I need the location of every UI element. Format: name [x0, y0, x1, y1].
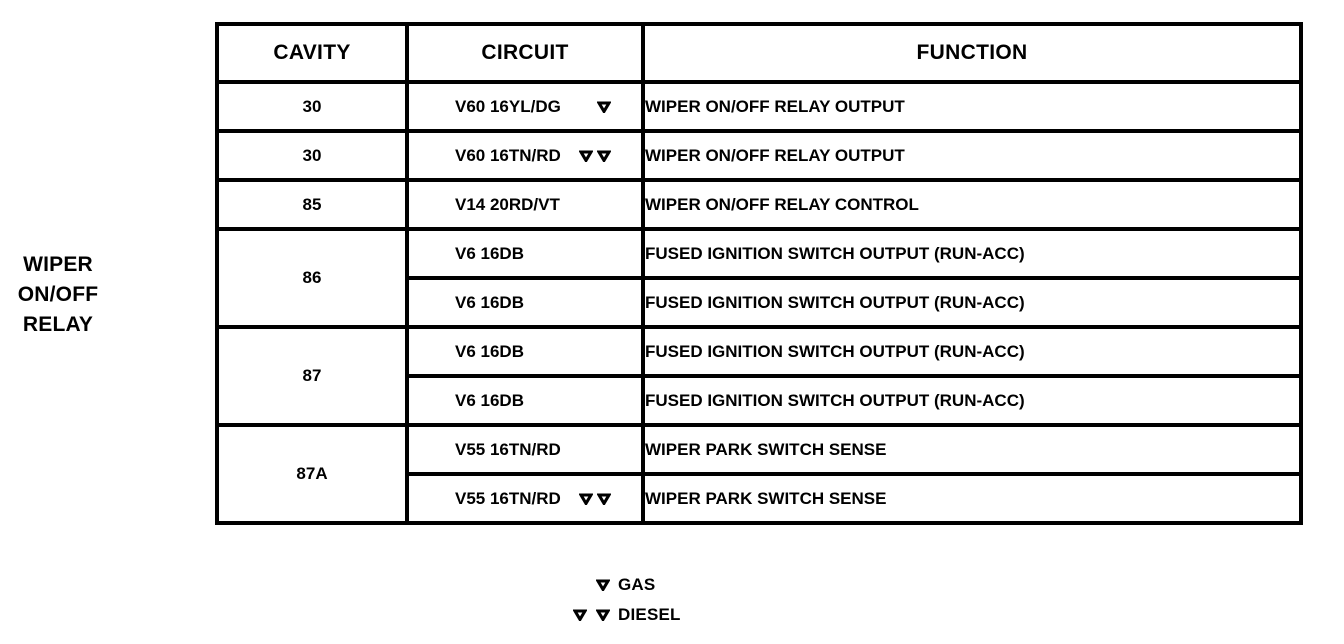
down-triangle-icon	[579, 492, 593, 505]
function-cell: FUSED IGNITION SWITCH OUTPUT (RUN-ACC)	[641, 325, 1303, 378]
table-row: V6 16DB FUSED IGNITION SWITCH OUTPUT (RU…	[217, 276, 1303, 329]
circuit-cell: V60 16TN/RD	[405, 129, 645, 182]
relay-name-label: WIPER ON/OFF RELAY	[17, 253, 99, 336]
down-triangle-icon	[596, 579, 610, 591]
header-row: CAVITY CIRCUIT FUNCTION	[215, 22, 1303, 84]
circuit-label: V55 16TN/RD	[455, 488, 561, 508]
function-cell: WIPER PARK SWITCH SENSE	[641, 423, 1303, 476]
function-cell: FUSED IGNITION SWITCH OUTPUT (RUN-ACC)	[641, 227, 1303, 280]
function-cell: FUSED IGNITION SWITCH OUTPUT (RUN-ACC)	[641, 276, 1303, 329]
cavity-cell: 30	[215, 80, 409, 133]
legend-label-gas: GAS	[618, 575, 656, 594]
down-triangle-icon	[597, 492, 611, 505]
table-row: 85 V14 20RD/VT WIPER ON/OFF RELAY CONTRO…	[215, 178, 1303, 231]
circuit-label: V6 16DB	[455, 341, 524, 361]
function-cell: WIPER ON/OFF RELAY OUTPUT	[641, 80, 1303, 133]
down-triangle-icon	[597, 100, 611, 113]
down-triangle-icon	[573, 609, 587, 621]
circuit-label: V6 16DB	[455, 292, 524, 312]
table-row: 30 V60 16YL/DG WIPER ON/OFF RELAY OUTPUT	[215, 80, 1303, 133]
function-cell: WIPER ON/OFF RELAY CONTROL	[641, 178, 1303, 231]
cavity-cell: 85	[215, 178, 409, 231]
cavity-cell: 87A	[215, 423, 409, 525]
circuit-cell: V60 16YL/DG	[405, 80, 645, 133]
table-row: 30 V60 16TN/RD WIPER ON/OFF RELAY OUTPUT	[215, 129, 1303, 182]
cavity-cell: 30	[215, 129, 409, 182]
down-triangle-icon	[596, 609, 610, 621]
table-row: 87 V6 16DB FUSED IGNITION SWITCH OUTPUT …	[215, 325, 1303, 427]
circuit-cell: V6 16DB	[405, 325, 645, 378]
cavity-cell: 86	[215, 227, 409, 329]
gas-marker-icons	[597, 100, 611, 113]
circuit-label: V6 16DB	[455, 390, 524, 410]
circuit-label: V55 16TN/RD	[455, 439, 561, 459]
column-header-circuit: CIRCUIT	[405, 22, 645, 84]
table-row: V55 16TN/RD WIPER PARK SWITCH SENSE	[217, 472, 1303, 525]
circuit-cell: V6 16DB	[405, 374, 645, 427]
function-cell: FUSED IGNITION SWITCH OUTPUT (RUN-ACC)	[641, 374, 1303, 427]
cavity-cell: 87	[215, 325, 409, 427]
circuit-cell: V6 16DB	[405, 276, 645, 329]
column-header-cavity: CAVITY	[215, 22, 409, 84]
circuit-label: V14 20RD/VT	[455, 194, 560, 214]
circuit-label: V60 16TN/RD	[455, 145, 561, 165]
relay-pinout-table: CAVITY CIRCUIT FUNCTION 30 V60 16YL/DG W…	[215, 22, 1303, 525]
circuit-cell: V55 16TN/RD	[405, 472, 645, 525]
table-row: V6 16DB FUSED IGNITION SWITCH OUTPUT (RU…	[217, 374, 1303, 427]
circuit-label: V60 16YL/DG	[455, 96, 561, 116]
table-row: 87A V55 16TN/RD WIPER PARK SWITCH SENSE	[215, 423, 1303, 525]
legend-item-gas: GAS	[548, 570, 681, 600]
function-cell: WIPER ON/OFF RELAY OUTPUT	[641, 129, 1303, 182]
circuit-cell: V55 16TN/RD	[405, 423, 645, 476]
column-header-function: FUNCTION	[641, 22, 1303, 84]
diesel-marker-icons	[548, 609, 610, 621]
legend-item-diesel: DIESEL	[548, 600, 681, 630]
circuit-label: V6 16DB	[455, 243, 524, 263]
circuit-cell: V6 16DB	[405, 227, 645, 280]
diesel-marker-icons	[579, 149, 611, 162]
down-triangle-icon	[597, 149, 611, 162]
down-triangle-icon	[579, 149, 593, 162]
legend-label-diesel: DIESEL	[618, 605, 681, 624]
function-cell: WIPER PARK SWITCH SENSE	[641, 472, 1303, 525]
diesel-marker-icons	[579, 492, 611, 505]
circuit-cell: V14 20RD/VT	[405, 178, 645, 231]
gas-marker-icon	[548, 579, 610, 591]
footnote-legend: GAS DIESEL	[548, 570, 681, 630]
table-row: 86 V6 16DB FUSED IGNITION SWITCH OUTPUT …	[215, 227, 1303, 329]
